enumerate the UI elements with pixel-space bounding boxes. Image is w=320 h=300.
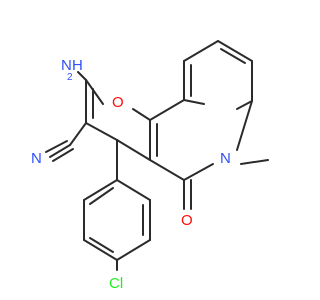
amino-nitrogen-label: N	[61, 57, 72, 74]
ring-nitrogen-label: N	[220, 150, 231, 167]
bond-c-n-arom	[236, 100, 253, 110]
amino-hydrogen-label: H	[72, 57, 83, 74]
ring-oxygen-label: O	[112, 94, 124, 111]
nitrile-nitrogen-label: N	[31, 150, 42, 167]
molecule-structure-diagram: N H 2 O N N O Cl	[31, 40, 269, 292]
chlorine-label: Cl	[109, 275, 123, 292]
carbonyl-oxygen-label: O	[181, 212, 193, 229]
amino-hydrogen-count: 2	[67, 72, 73, 83]
atom-labels: N H 2 O N N O Cl	[31, 57, 231, 292]
bond-c-n-ring	[183, 163, 214, 181]
bond-lines	[45, 40, 269, 271]
